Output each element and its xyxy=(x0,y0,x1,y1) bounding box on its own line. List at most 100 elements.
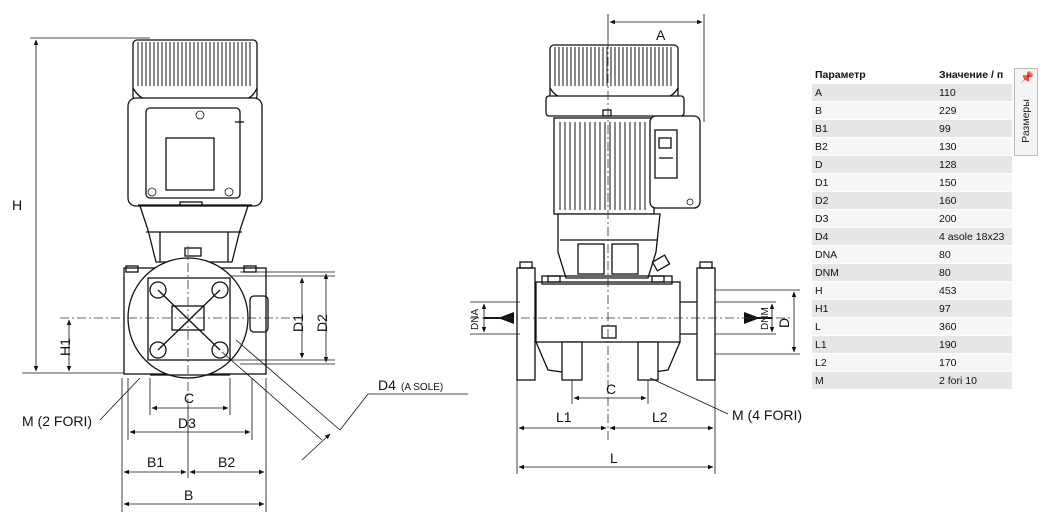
value-cell: 99 xyxy=(936,119,1012,138)
parameter-cell: L xyxy=(812,317,936,336)
value-cell: 4 asole 18x23 xyxy=(936,227,1012,246)
leader-D4: D4 (A SOLE) xyxy=(221,339,468,461)
leader-M-right: M (4 FORI) xyxy=(649,377,802,423)
value-cell: 200 xyxy=(936,209,1012,228)
label-DNA: DNA xyxy=(470,309,481,330)
value-cell: 2 fori 10 xyxy=(936,371,1012,390)
right-pump-view: A DNA DNM D C xyxy=(470,14,802,474)
value-cell: 150 xyxy=(936,173,1012,192)
column-header-value[interactable]: Значение / п xyxy=(936,66,1012,84)
label-B: B xyxy=(184,487,193,503)
parameter-cell: A xyxy=(812,84,936,102)
label-D: D xyxy=(776,318,792,328)
label-D3: D3 xyxy=(178,415,196,431)
dim-D1-D2: D1 D2 xyxy=(228,271,335,365)
leader-M-left: M (2 FORI) xyxy=(22,377,141,429)
parameter-cell: D3 xyxy=(812,209,936,228)
right-pump-housing xyxy=(520,275,700,381)
label-M-right: M (4 FORI) xyxy=(732,407,802,423)
right-motor-body xyxy=(545,95,701,215)
value-cell: 160 xyxy=(936,191,1012,210)
label-H1: H1 xyxy=(57,338,73,356)
side-tab-label: Размеры xyxy=(1020,99,1032,143)
dim-H: H xyxy=(12,37,150,374)
parameter-cell: D xyxy=(812,155,936,174)
side-tab-razmery[interactable]: 📌 Размеры xyxy=(1014,68,1038,156)
parameter-cell: D2 xyxy=(812,191,936,210)
label-D2: D2 xyxy=(314,314,330,332)
label-D4: D4 xyxy=(378,377,396,393)
right-flanges xyxy=(516,261,716,381)
value-cell: 229 xyxy=(936,101,1012,120)
left-motor-body xyxy=(127,97,263,209)
label-M-left: M (2 FORI) xyxy=(22,413,92,429)
label-D1: D1 xyxy=(290,314,306,332)
parameter-cell: B1 xyxy=(812,119,936,138)
parameter-cell: DNA xyxy=(812,245,936,264)
parameter-cell: M xyxy=(812,371,936,390)
value-cell: 128 xyxy=(936,155,1012,174)
value-cell: 360 xyxy=(936,317,1012,336)
label-C-right: C xyxy=(606,381,616,397)
parameter-cell: L2 xyxy=(812,353,936,372)
value-cell: 170 xyxy=(936,353,1012,372)
label-L: L xyxy=(610,450,618,466)
value-cell: 80 xyxy=(936,263,1012,282)
dim-L: L1 L2 L xyxy=(516,380,716,474)
label-A: A xyxy=(656,27,666,43)
label-L2: L2 xyxy=(652,409,668,425)
dim-DNM-D: DNM D xyxy=(715,289,800,355)
dim-DNA: DNA xyxy=(470,301,520,335)
label-B1: B1 xyxy=(147,454,164,470)
pin-icon[interactable]: 📌 xyxy=(1020,72,1034,84)
value-cell: 110 xyxy=(936,84,1012,102)
left-lantern xyxy=(139,205,249,263)
dim-bottom-left: C D3 B1 B2 B xyxy=(121,378,267,512)
left-pump-view: H H1 D1 D2 C D3 xyxy=(12,37,468,512)
right-lantern xyxy=(557,213,671,279)
label-D4-note: (A SOLE) xyxy=(401,382,443,393)
value-cell: 453 xyxy=(936,281,1012,300)
parameter-cell: H1 xyxy=(812,299,936,318)
label-DNM: DNM xyxy=(760,307,771,330)
dim-H1: H1 xyxy=(57,319,73,372)
label-H: H xyxy=(12,197,22,213)
right-motor-fan-cover xyxy=(549,44,679,101)
value-cell: 80 xyxy=(936,245,1012,264)
parameter-cell: DNM xyxy=(812,263,936,282)
parameter-cell: H xyxy=(812,281,936,300)
parameter-cell: B2 xyxy=(812,137,936,156)
column-header-parameter[interactable]: Параметр xyxy=(812,66,936,84)
label-C-left: C xyxy=(184,390,194,406)
value-cell: 130 xyxy=(936,137,1012,156)
parameter-cell: D4 xyxy=(812,227,936,246)
value-cell: 97 xyxy=(936,299,1012,318)
value-cell: 190 xyxy=(936,335,1012,354)
parameter-cell: D1 xyxy=(812,173,936,192)
parameter-cell: B xyxy=(812,101,936,120)
label-B2: B2 xyxy=(218,454,235,470)
parameter-cell: L1 xyxy=(812,335,936,354)
left-motor-fan-cover xyxy=(132,39,258,101)
